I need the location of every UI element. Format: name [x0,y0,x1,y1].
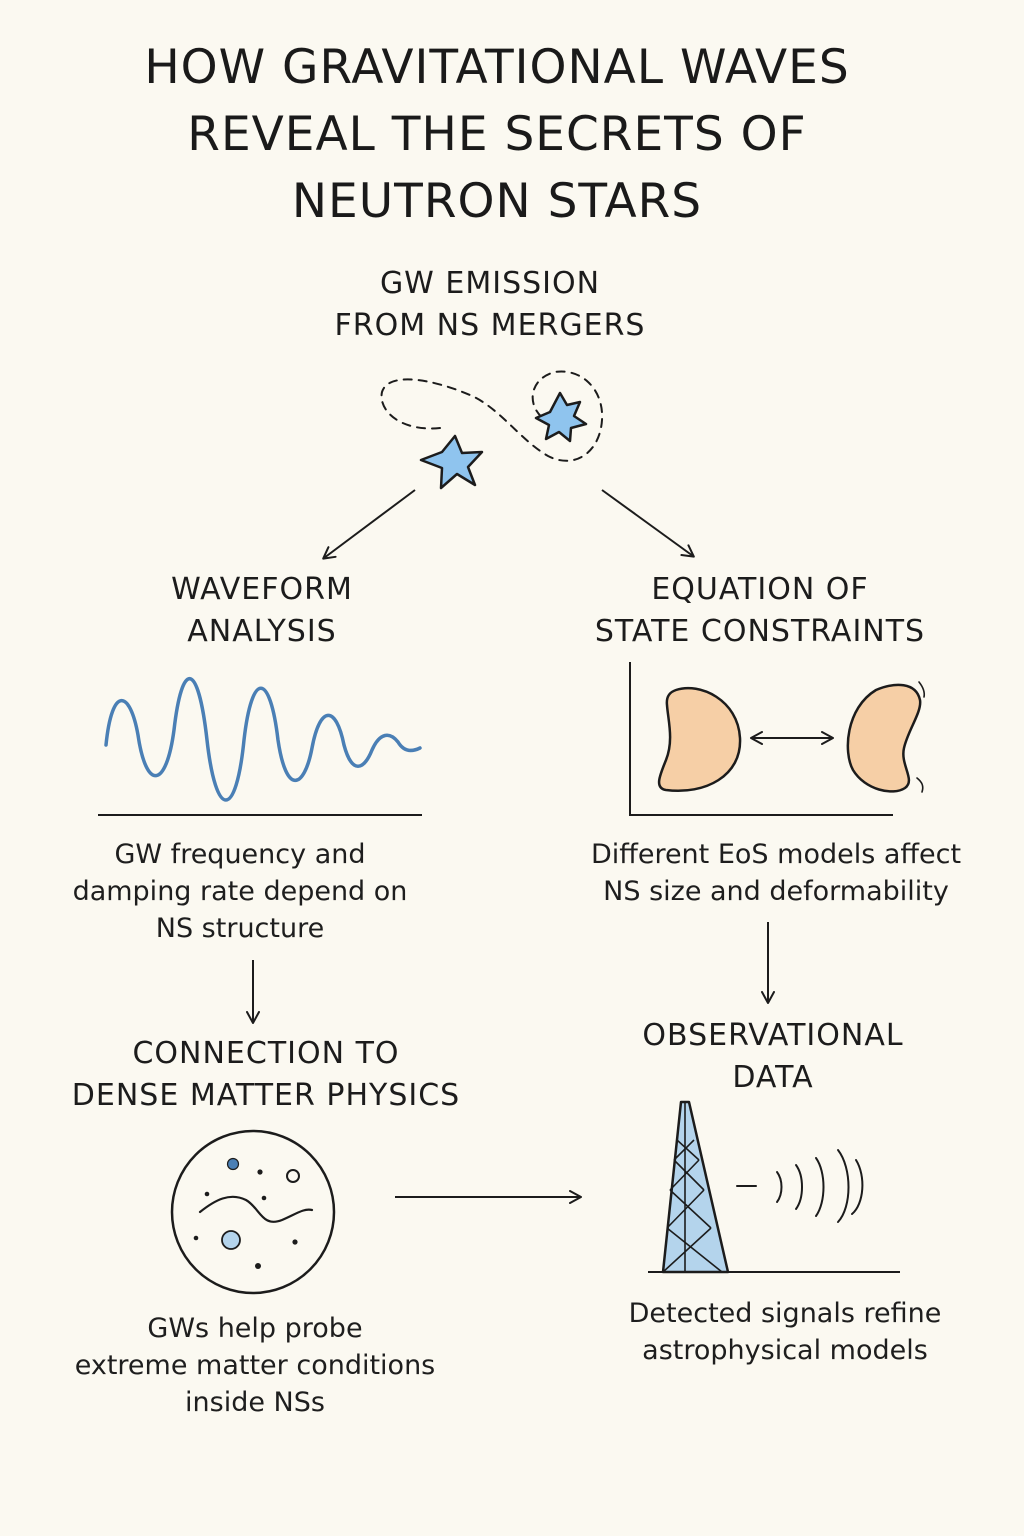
orbit-path-icon [380,370,604,462]
particle-dot-icon [193,1235,199,1241]
particle-trajectory-icon [198,1195,314,1223]
deformed-star-icon [629,662,926,816]
particle-dot-icon [255,1263,261,1269]
particle-dot-icon [261,1195,267,1201]
particle-light-blue-icon [221,1230,241,1250]
arrow-to-eos-icon [601,489,695,558]
page-title: HOW GRAVITATIONAL WAVES REVEAL THE SECRE… [62,34,932,235]
waveform-description-line-3: NS structure [155,913,325,944]
gw-emission-heading-line-2: FROM NS MERGERS [334,308,646,343]
dense-matter-circle-icon [170,1129,336,1295]
eos-description-line-2: NS size and deformability [603,876,949,907]
waveform-icon [98,677,422,816]
dense-matter-description-line-3: inside NSs [185,1387,325,1418]
star-shape-right-icon [846,683,922,793]
observational-description-line-1: Detected signals refine [628,1298,942,1329]
arrow-to-waveform-icon [322,489,416,560]
antenna-tower-icon [648,1100,900,1274]
title-line-3: NEUTRON STARS [291,174,703,229]
particle-dot-icon [257,1169,263,1175]
gw-emission-heading: GW EMISSION FROM NS MERGERS [290,263,690,347]
eos-constraints-heading-line-1: EQUATION OF [651,572,869,607]
observational-data-heading-line-2: DATA [732,1060,814,1095]
observational-data-heading: OBSERVATIONAL DATA [603,1015,943,1099]
eos-constraints-heading-line-2: STATE CONSTRAINTS [594,614,926,649]
waveform-analysis-heading-line-1: WAVEFORM [171,572,353,607]
signal-waves-icon [736,1149,864,1223]
dense-matter-description-line-2: extreme matter conditions [74,1350,436,1381]
deform-mark-top-icon [918,681,926,698]
particle-ring-icon [286,1169,300,1183]
waveform-analysis-heading-line-2: ANALYSIS [187,614,337,649]
particle-dot-icon [204,1191,210,1197]
eos-description-line-1: Different EoS models affect [590,839,962,870]
eos-constraints-heading: EQUATION OF STATE CONSTRAINTS [560,569,960,653]
observational-description-line-2: astrophysical models [642,1335,928,1366]
dense-matter-heading-line-2: DENSE MATTER PHYSICS [71,1078,461,1113]
dense-matter-description-line-1: GWs help probe [147,1313,363,1344]
particle-blue-icon [226,1157,240,1171]
waveform-description-line-2: damping rate depend on [72,876,408,907]
observational-data-heading-line-1: OBSERVATIONAL [642,1018,904,1053]
waveform-analysis-heading: WAVEFORM ANALYSIS [112,569,412,653]
star-shape-left-icon [657,686,742,793]
waveform-analysis-description: GW frequency and damping rate depend on … [30,836,450,947]
dense-matter-description: GWs help probe extreme matter conditions… [40,1310,470,1421]
tower-lattice-icon [662,1102,723,1273]
binary-neutron-star-icon [380,370,604,490]
title-line-2: REVEAL THE SECRETS OF [187,107,807,162]
eos-constraints-description: Different EoS models affect NS size and … [556,836,996,910]
gw-signal-wave-icon [104,677,422,802]
dense-matter-heading: CONNECTION TO DENSE MATTER PHYSICS [36,1033,496,1117]
eos-plot-axes-icon [629,662,893,816]
dense-matter-heading-line-1: CONNECTION TO [132,1036,400,1071]
title-line-1: HOW GRAVITATIONAL WAVES [144,40,850,95]
particle-circle-icon [170,1129,336,1295]
gw-emission-heading-line-1: GW EMISSION [379,266,601,301]
particle-dot-icon [292,1239,298,1245]
deform-mark-bottom-icon [916,777,924,793]
waveform-description-line-1: GW frequency and [114,839,366,870]
neutron-star-large-icon [419,434,484,490]
observational-data-description: Detected signals refine astrophysical mo… [580,1295,990,1369]
neutron-star-small-icon [534,391,588,443]
